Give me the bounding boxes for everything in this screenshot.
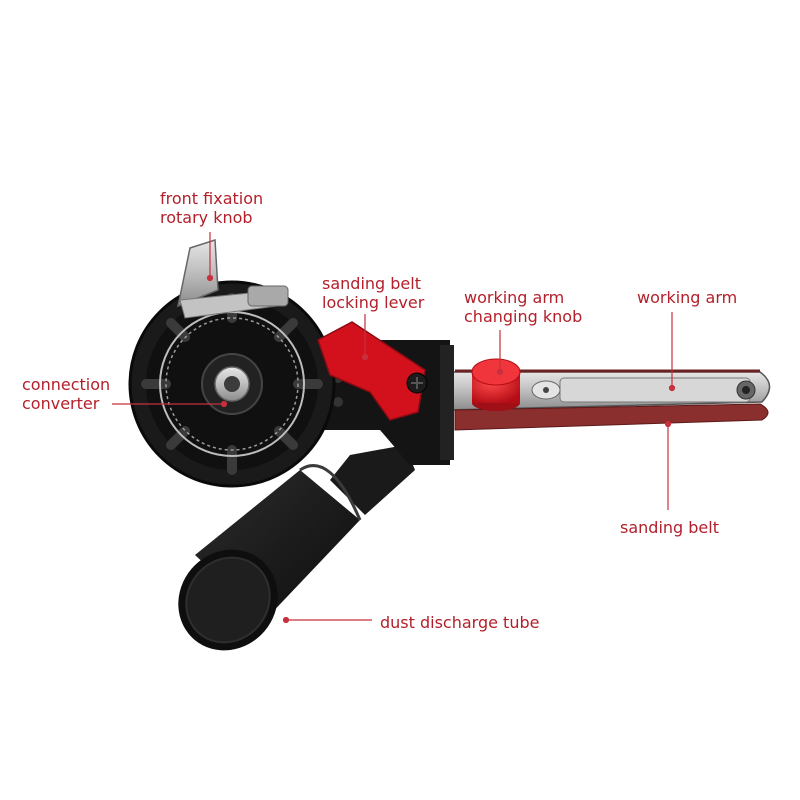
label-line-1: connection (22, 375, 111, 394)
leader-dot-connection-converter (220, 400, 228, 408)
sanding-belt-locking-lever (317, 321, 428, 421)
label-line-2: rotary knob (160, 208, 253, 227)
leader-dot-changing-knob (496, 368, 504, 376)
label-line-2: changing knob (464, 307, 583, 326)
leader-dot-dust-tube (282, 616, 290, 624)
leader-dot-locking-lever (361, 353, 369, 361)
sanding-belt (454, 403, 769, 431)
dust-discharge-tube (178, 445, 415, 651)
label-working-arm-changing-knob: working arm changing knob (464, 288, 582, 326)
label-line-2: locking lever (322, 293, 425, 312)
label-front-fixation-rotary-knob: front fixation rotary knob (160, 189, 263, 227)
working-arm (447, 371, 771, 411)
label-line-2: converter (22, 394, 100, 413)
label-sanding-belt-locking-lever: sanding belt locking lever (322, 274, 424, 312)
leader-dot-working-arm (668, 384, 676, 392)
label-connection-converter: connection converter (22, 375, 110, 413)
label-line-1: working arm (464, 288, 565, 307)
label-working-arm: working arm (637, 288, 738, 307)
label-line-1: front fixation (160, 189, 264, 208)
working-arm-changing-knob (471, 358, 521, 411)
leader-dot-front-knob (206, 274, 214, 282)
label-sanding-belt: sanding belt (620, 518, 719, 537)
front-fixation-rotary-knob (176, 238, 289, 319)
leader-dot-sanding-belt (664, 420, 672, 428)
connection-converter (128, 280, 336, 488)
label-line-1: sanding belt (322, 274, 421, 293)
label-dust-discharge-tube: dust discharge tube (380, 613, 540, 632)
